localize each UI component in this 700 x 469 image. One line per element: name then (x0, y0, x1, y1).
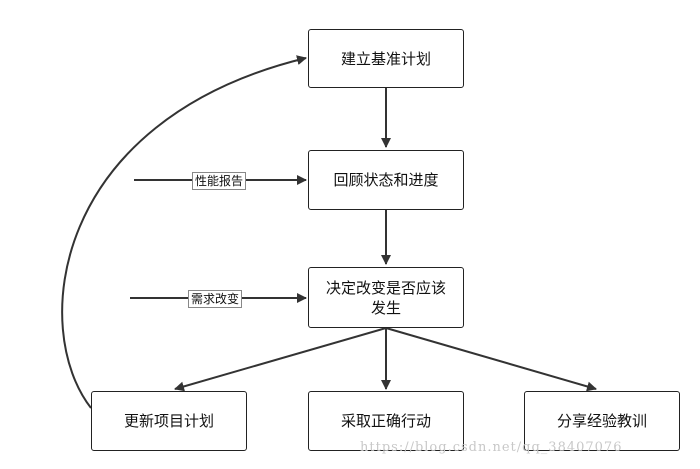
node-corrective-action: 采取正确行动 (308, 391, 464, 451)
arrow-decide-to-update (174, 327, 387, 392)
watermark: https://blog.csdn.net/qq_38407076 (360, 440, 623, 455)
label-requirement-change: 需求改变 (188, 290, 243, 308)
node-establish-baseline: 建立基准计划 (308, 29, 464, 88)
node-decide-change: 决定改变是否应该发生 (308, 267, 464, 328)
label-performance-report: 性能报告 (192, 172, 247, 190)
arrow-decide-to-lessons (385, 327, 597, 392)
node-review-status: 回顾状态和进度 (308, 150, 464, 210)
node-share-lessons: 分享经验教训 (524, 391, 680, 451)
node-update-plan: 更新项目计划 (91, 391, 247, 451)
arrow-update-to-baseline (61, 55, 307, 409)
